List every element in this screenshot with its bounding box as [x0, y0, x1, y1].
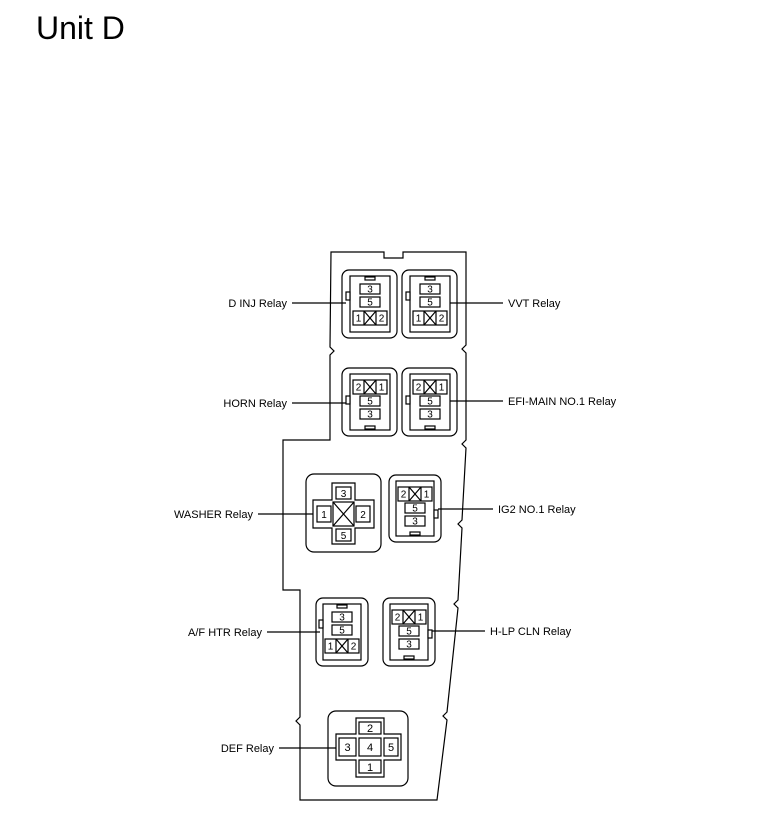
relay-pin-box	[359, 283, 381, 295]
pin-label: 5	[367, 397, 373, 408]
pin-label: 1	[439, 383, 445, 394]
relay-connector-tab	[405, 291, 411, 301]
relay-block-outline	[282, 251, 467, 801]
pin-label: 2	[416, 383, 422, 394]
relay-efi-main: 2 1 5 3 EFI-MAIN NO.1 Relay	[401, 367, 617, 437]
relay-pin-box	[419, 296, 441, 308]
relay-connector-tab	[345, 395, 351, 405]
pin-label: 5	[388, 742, 394, 754]
relay-connector-tab	[409, 531, 421, 536]
relay-pin-box	[359, 408, 381, 420]
relay-connector-tab	[403, 655, 415, 660]
pin-label: 3	[406, 640, 412, 651]
relay-pin-box	[338, 737, 357, 757]
pin-label: 5	[339, 626, 345, 637]
pin-label: 2	[439, 314, 445, 325]
pin-label: 2	[360, 510, 366, 521]
relay-connector-tab	[427, 629, 433, 639]
relay-pin-box	[355, 505, 371, 523]
pin-label: 2	[367, 723, 373, 735]
relay-label: DEF Relay	[221, 743, 275, 755]
pin-label: 1	[356, 314, 362, 325]
relay-pin-box	[358, 737, 382, 757]
relay-connector-tab	[336, 604, 348, 609]
relay-label: HORN Relay	[223, 398, 287, 410]
relay-vvt: 3 5 1 2 VVT Relay	[401, 269, 561, 339]
pin-label: 2	[401, 490, 407, 501]
pin-label: 1	[379, 383, 385, 394]
relay-label: WASHER Relay	[174, 509, 254, 521]
relay-washer: 3 1 2 5 WASHER Relay	[174, 473, 382, 553]
pin-label: 5	[367, 298, 373, 309]
relay-label: H-LP CLN Relay	[490, 626, 572, 638]
relay-connector-tab	[318, 619, 324, 629]
pin-label: 5	[427, 298, 433, 309]
pin-label: 2	[379, 314, 385, 325]
relay-pin-box	[316, 505, 332, 523]
pin-label: 4	[367, 742, 373, 754]
relay-connector-tab	[433, 509, 439, 519]
relay-h-lp-cln: 2 1 5 3 H-LP CLN Relay	[382, 597, 572, 667]
relay-label: VVT Relay	[508, 298, 561, 310]
relay-label: EFI-MAIN NO.1 Relay	[508, 396, 617, 408]
relay-pin-box	[404, 502, 426, 514]
pin-label: 1	[321, 510, 327, 521]
relay-label: A/F HTR Relay	[188, 627, 262, 639]
pin-label: 5	[412, 504, 418, 515]
relay-pin-box	[404, 515, 426, 527]
pin-label: 3	[412, 517, 418, 528]
relay-connector-tab	[424, 425, 436, 430]
relay-connector-tab	[364, 425, 376, 430]
pin-label: 3	[427, 285, 433, 296]
pin-label: 1	[328, 642, 334, 653]
relay-pin-box	[359, 296, 381, 308]
pin-label: 2	[356, 383, 362, 394]
pin-label: 5	[406, 627, 412, 638]
relay-pin-box	[419, 283, 441, 295]
pin-label: 3	[344, 742, 350, 754]
pin-label: 3	[341, 489, 347, 500]
pin-label: 1	[424, 490, 430, 501]
relay-pin-box	[335, 486, 352, 500]
pin-label: 5	[341, 531, 347, 542]
relay-pin-box	[331, 624, 353, 636]
pin-label: 3	[367, 285, 373, 296]
page-title: Unit D	[36, 10, 125, 46]
relay-label: D INJ Relay	[228, 298, 287, 310]
relay-pin-box	[335, 528, 352, 542]
relay-pin-box	[419, 395, 441, 407]
pin-label: 3	[427, 410, 433, 421]
relay-label: IG2 NO.1 Relay	[498, 504, 576, 516]
relay-connector-tab	[424, 276, 436, 281]
relay-pin-box	[398, 625, 420, 637]
relay-pin-box	[331, 611, 353, 623]
pin-label: 1	[416, 314, 422, 325]
pin-label: 1	[367, 762, 373, 774]
relay-horn: 2 1 5 3 HORN Relay	[223, 367, 398, 437]
relay-pin-box	[398, 638, 420, 650]
relay-connector-tab	[405, 395, 411, 405]
pin-label: 2	[351, 642, 357, 653]
relay-connector-tab	[345, 291, 351, 301]
pin-label: 5	[427, 397, 433, 408]
pin-label: 3	[367, 410, 373, 421]
relay-connector-tab	[364, 276, 376, 281]
relay-pin-box	[383, 737, 399, 757]
relay-pin-box	[359, 395, 381, 407]
relay-ig2: 2 1 5 3 IG2 NO.1 Relay	[388, 474, 576, 543]
pin-label: 1	[418, 613, 424, 624]
relay-d-inj: 3 5 1 2 D INJ Relay	[228, 269, 398, 339]
pin-label: 3	[339, 613, 345, 624]
relay-pin-box	[358, 721, 382, 735]
relay-af-htr: 3 5 1 2 A/F HTR Relay	[188, 597, 369, 667]
relay-pin-box	[358, 759, 382, 774]
pin-label: 2	[395, 613, 401, 624]
relay-pin-box	[419, 408, 441, 420]
relay-def: 2 3 4 5 1 DEF Relay	[221, 710, 409, 787]
